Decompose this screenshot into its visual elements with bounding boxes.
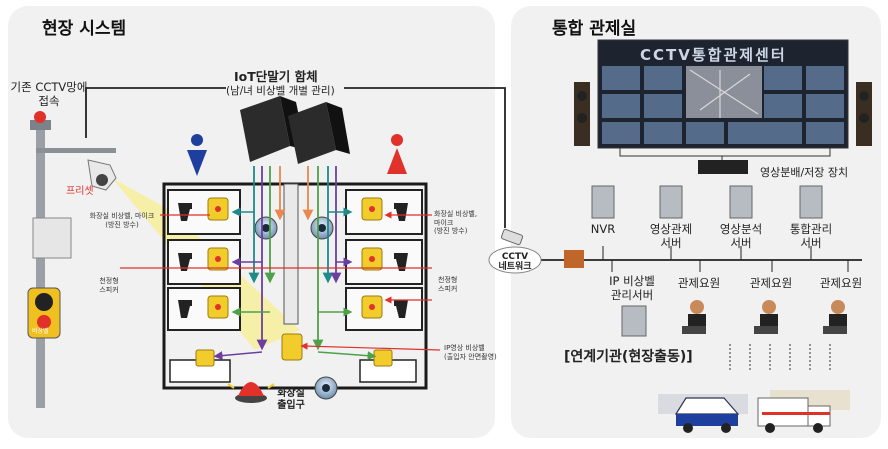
iot-terminal-boxes [240,96,350,164]
video-wall-text: CCTV통합관제센터 [640,46,787,64]
server-video-control-label: 영상관제 서버 [649,222,693,250]
right-mic-label: 화장실 비상벨,마이크(방진 방수) [434,210,478,235]
operator-3-label: 관제요원 [819,276,863,290]
linked-agencies-label: [연계기관(현장출동)] [564,349,693,365]
iot-title: IoT단말기 함체 [234,69,318,84]
operator-1-label: 관제요원 [677,276,721,290]
alarm-light [227,382,275,403]
distributor-label: 영상분배/저장 장치 [760,166,849,179]
ip-camera-label: IP영상 비상벨(출입자 안면촬영) [444,344,497,361]
iot-subtitle: (남/녀 비상벨 개별 관리) [226,85,335,97]
male-icon [187,134,207,176]
network-camera-icon [488,228,542,274]
server-management-label: 통합관리 서버 [789,222,833,250]
preset-label: 프리셋 [66,186,94,197]
operator-2-label: 관제요원 [749,276,793,290]
server-nvr-label: NVR [590,222,616,236]
site-title: 현장 시스템 [42,19,127,39]
control-title: 통합 관제실 [552,19,637,39]
server-analysis-label: 영상분석 서버 [719,222,763,250]
cctv-pole [36,128,45,408]
ip-bell-server-label: IP 비상벨 관리서버 [609,274,655,302]
female-icon [387,134,407,174]
pole-sign-label: 비상벨 [32,328,49,335]
left-mic-label: 화장실 비상벨, 마이크(방진 방수) [89,212,155,229]
